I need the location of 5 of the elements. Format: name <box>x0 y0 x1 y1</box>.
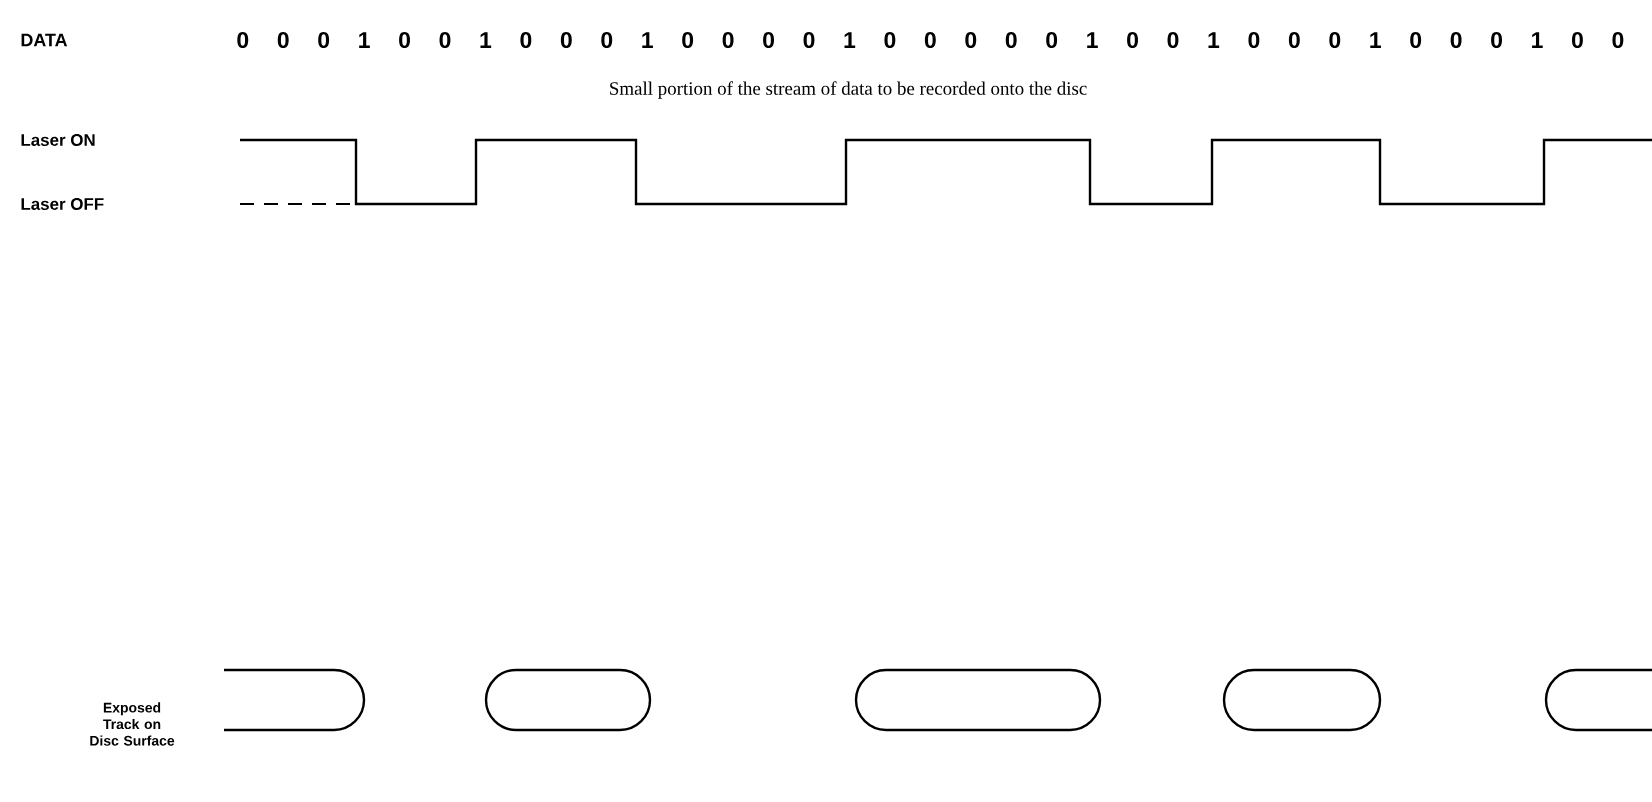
data-bits: 0 0 0 1 0 0 1 0 0 0 1 0 0 0 0 1 0 0 0 0 0 1 0 0 1 0 0 0 1 0 0 0 1 0 0 <box>237 31 1624 49</box>
level-label: Laser OFF <box>21 198 104 210</box>
level-label: Laser ON <box>21 134 95 146</box>
caption: Small portion of the stream of data to be recorded onto the disc <box>610 81 1087 99</box>
data-label: DATA <box>21 33 68 47</box>
